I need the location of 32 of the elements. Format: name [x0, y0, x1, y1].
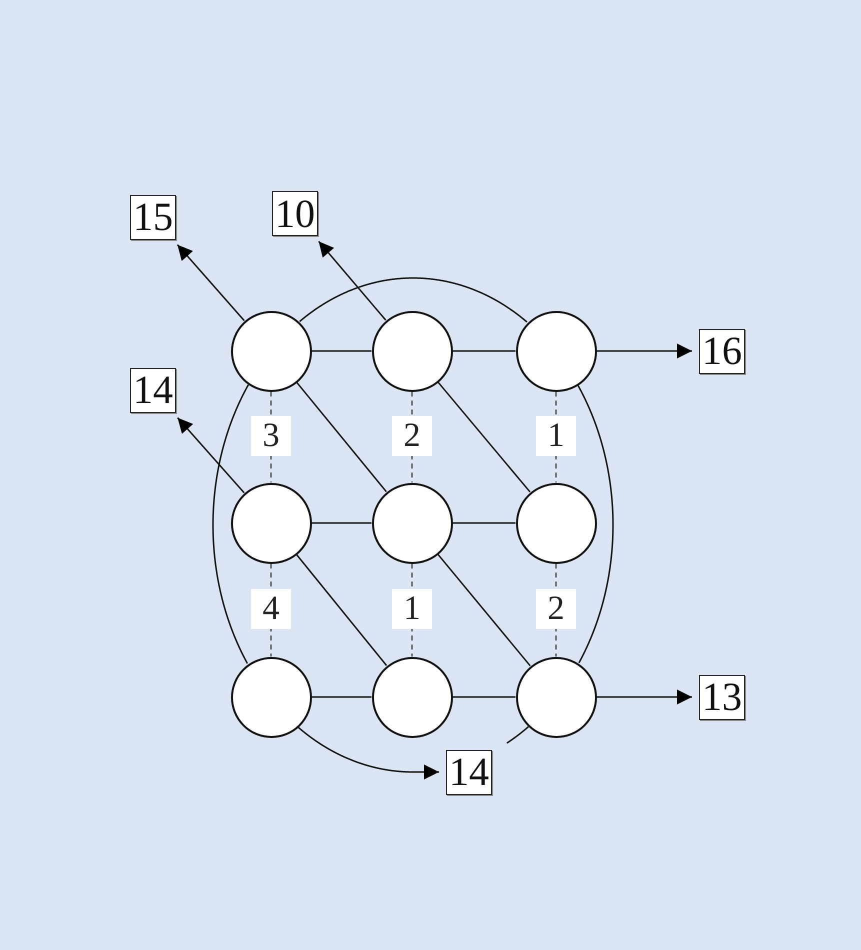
line: [452, 522, 516, 524]
line: [312, 522, 372, 524]
line: [452, 696, 516, 698]
curved-line: [212, 384, 250, 664]
edge-label: 2: [536, 589, 576, 629]
edge-label: 4: [251, 589, 291, 629]
edge-label: 2: [392, 416, 432, 456]
arrow: [596, 344, 692, 358]
line: [437, 382, 531, 492]
curved-line: [506, 726, 530, 744]
arrow: [596, 690, 692, 704]
line: [312, 696, 372, 698]
circle-node: [230, 310, 312, 392]
number-box: 16: [699, 328, 745, 374]
curved-line: [577, 384, 614, 664]
number-box: 13: [699, 674, 745, 720]
line: [437, 554, 531, 666]
number-box: 10: [272, 191, 318, 236]
edge-label: 1: [536, 416, 576, 456]
arrow: [318, 240, 386, 321]
number-box: 15: [130, 194, 176, 240]
line: [312, 350, 372, 352]
edge-label: 1: [392, 589, 432, 629]
edge-label: 3: [251, 416, 291, 456]
curved-arrow: [298, 726, 439, 780]
curved-line: [299, 277, 528, 323]
line: [296, 382, 387, 492]
number-box: 14: [446, 750, 492, 794]
line: [296, 554, 388, 666]
line: [452, 350, 516, 352]
number-box: 14: [130, 368, 176, 412]
arrow: [176, 244, 245, 322]
